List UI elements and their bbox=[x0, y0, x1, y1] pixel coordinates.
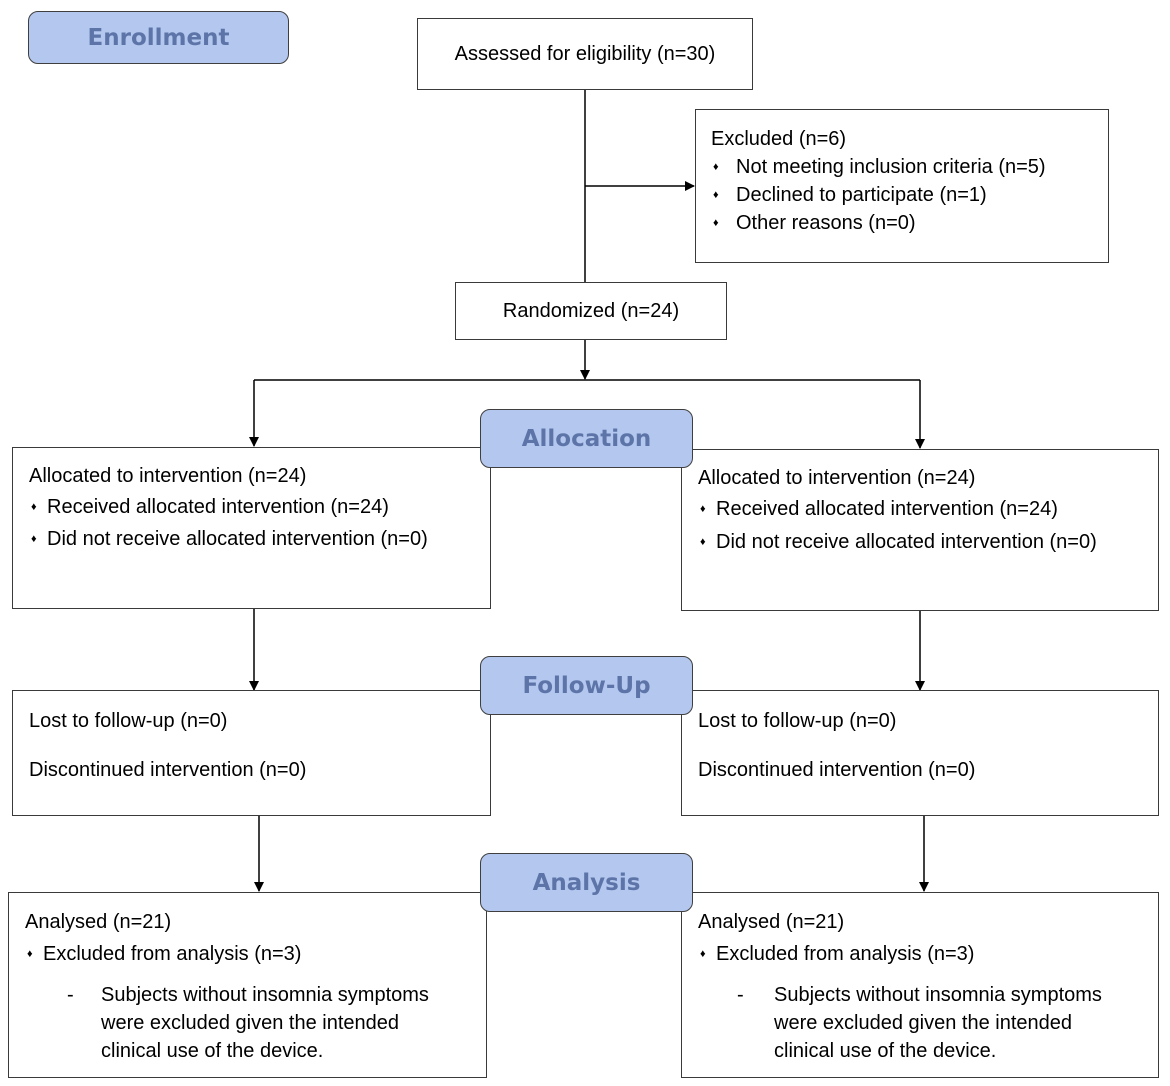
excluded-box: Excluded (n=6) ♦ Not meeting inclusion c… bbox=[695, 109, 1109, 263]
followup-right-discontinued: Discontinued intervention (n=0) bbox=[698, 759, 976, 781]
followup-left-discontinued: Discontinued intervention (n=0) bbox=[29, 759, 307, 781]
allocation-right-item: Received allocated intervention (n=24) bbox=[716, 498, 1058, 520]
analysis-right-box: Analysed (n=21) ♦ Excluded from analysis… bbox=[681, 892, 1159, 1078]
analysis-left-title: Analysed (n=21) bbox=[25, 911, 172, 933]
analysis-left-note: clinical use of the device. bbox=[101, 1040, 324, 1062]
assessed-box: Assessed for eligibility (n=30) bbox=[417, 18, 753, 90]
stage-allocation: Allocation bbox=[480, 409, 693, 468]
analysis-right-title: Analysed (n=21) bbox=[698, 911, 845, 933]
stage-analysis: Analysis bbox=[480, 853, 693, 912]
excluded-item: Declined to participate (n=1) bbox=[736, 184, 987, 206]
bullet-icon: ♦ bbox=[700, 536, 706, 548]
excluded-title: Excluded (n=6) bbox=[711, 128, 847, 150]
allocation-left-item: Did not receive allocated intervention (… bbox=[47, 528, 428, 550]
analysis-left-box: Analysed (n=21) ♦ Excluded from analysis… bbox=[8, 892, 487, 1078]
allocation-left-box: Allocated to intervention (n=24) ♦ Recei… bbox=[12, 447, 491, 609]
analysis-right-note: were excluded given the intended bbox=[774, 1012, 1072, 1034]
randomized-box: Randomized (n=24) bbox=[455, 282, 727, 340]
allocation-right-item: Did not receive allocated intervention (… bbox=[716, 531, 1097, 553]
allocation-left-title: Allocated to intervention (n=24) bbox=[29, 465, 307, 487]
bullet-icon: ♦ bbox=[713, 217, 719, 229]
bullet-icon: ♦ bbox=[713, 161, 719, 173]
analysis-right-note: clinical use of the device. bbox=[774, 1040, 997, 1062]
followup-left-box: Lost to follow-up (n=0) Discontinued int… bbox=[12, 690, 491, 816]
bullet-icon: ♦ bbox=[713, 189, 719, 201]
bullet-icon: ♦ bbox=[27, 948, 33, 960]
dash-icon: - bbox=[67, 984, 74, 1006]
bullet-icon: ♦ bbox=[31, 501, 37, 513]
analysis-left-note: Subjects without insomnia symptoms bbox=[101, 984, 429, 1006]
bullet-icon: ♦ bbox=[700, 503, 706, 515]
analysis-right-excluded: Excluded from analysis (n=3) bbox=[716, 943, 975, 965]
followup-right-lost: Lost to follow-up (n=0) bbox=[698, 710, 897, 732]
stage-enrollment: Enrollment bbox=[28, 11, 289, 64]
followup-left-lost: Lost to follow-up (n=0) bbox=[29, 710, 228, 732]
allocation-left-item: Received allocated intervention (n=24) bbox=[47, 496, 389, 518]
allocation-right-title: Allocated to intervention (n=24) bbox=[698, 467, 976, 489]
excluded-item: Other reasons (n=0) bbox=[736, 212, 916, 234]
analysis-right-note: Subjects without insomnia symptoms bbox=[774, 984, 1102, 1006]
stage-follow-up: Follow-Up bbox=[480, 656, 693, 715]
dash-icon: - bbox=[737, 984, 744, 1006]
randomized-label: Randomized (n=24) bbox=[502, 300, 680, 322]
assessed-label: Assessed for eligibility (n=30) bbox=[454, 43, 716, 65]
excluded-item: Not meeting inclusion criteria (n=5) bbox=[736, 156, 1046, 178]
bullet-icon: ♦ bbox=[31, 533, 37, 545]
followup-right-box: Lost to follow-up (n=0) Discontinued int… bbox=[681, 690, 1159, 816]
bullet-icon: ♦ bbox=[700, 948, 706, 960]
analysis-left-excluded: Excluded from analysis (n=3) bbox=[43, 943, 302, 965]
analysis-left-note: were excluded given the intended bbox=[101, 1012, 399, 1034]
allocation-right-box: Allocated to intervention (n=24) ♦ Recei… bbox=[681, 449, 1159, 611]
